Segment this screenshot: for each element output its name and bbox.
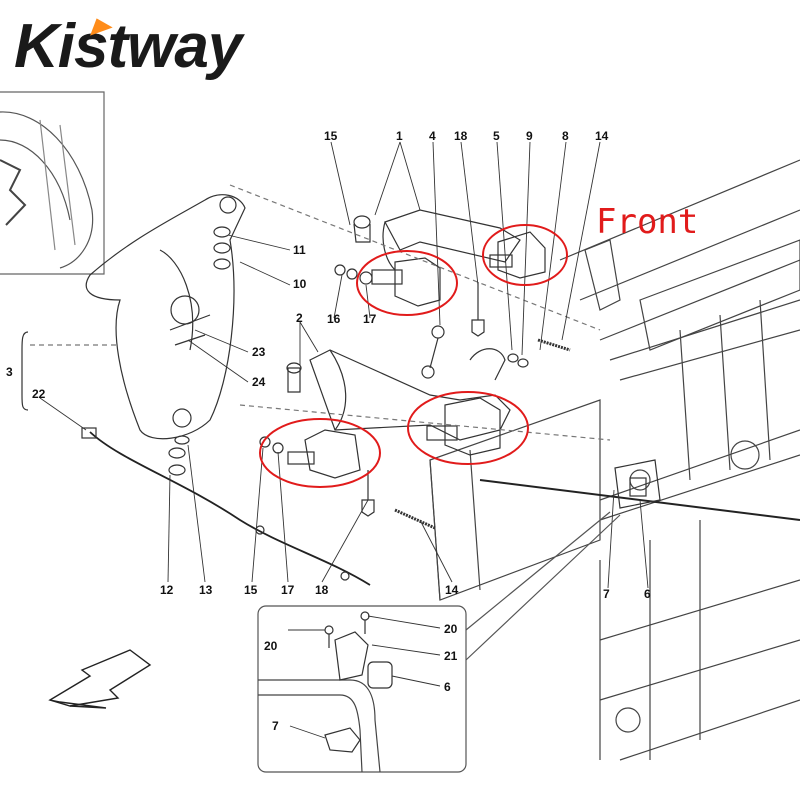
callout-18-top: 18 <box>454 129 468 143</box>
callout-7-frame: 7 <box>603 587 610 601</box>
callout-15-bottom: 15 <box>244 583 258 597</box>
stabilizer-drop-link <box>421 282 571 381</box>
callout-2: 2 <box>296 311 303 325</box>
assembly-guide-lines <box>30 184 611 441</box>
callout-4: 4 <box>429 129 436 143</box>
callout-9: 9 <box>526 129 533 143</box>
callout-11: 11 <box>293 243 306 257</box>
bushing-hardware <box>259 264 436 530</box>
rear-knuckle <box>85 194 246 440</box>
callout-24: 24 <box>252 375 266 389</box>
callout-8: 8 <box>562 129 569 143</box>
callout-7-inset: 7 <box>272 719 279 733</box>
callout-20-right: 20 <box>444 622 458 636</box>
callout-6-frame: 6 <box>644 587 651 601</box>
callout-16: 16 <box>327 312 341 326</box>
callout-14-top: 14 <box>595 129 609 143</box>
callout-3: 3 <box>6 365 13 379</box>
leader-lines <box>39 141 649 589</box>
callout-15-top: 15 <box>324 129 338 143</box>
callout-13: 13 <box>199 583 213 597</box>
callout-20-left: 20 <box>264 639 278 653</box>
callout-5: 5 <box>493 129 500 143</box>
callout-23: 23 <box>252 345 266 359</box>
knuckle-washers <box>168 226 231 476</box>
group-bracket-3 <box>21 331 29 411</box>
direction-arrow-icon <box>48 649 152 709</box>
lower-control-arm <box>286 349 511 479</box>
brand-logo-text: Kistway <box>14 12 242 81</box>
highlight-circles <box>259 224 568 488</box>
callout-14-bottom: 14 <box>445 583 459 597</box>
callout-17-bottom: 17 <box>281 583 295 597</box>
upper-control-arm <box>353 209 546 307</box>
wheel-hub-inset <box>0 91 105 275</box>
callout-labels: 15 1 4 18 5 9 8 14 11 10 16 17 2 23 24 3… <box>6 129 651 733</box>
callout-18-bottom: 18 <box>315 583 329 597</box>
brand-logo: Kistway <box>14 14 242 78</box>
callout-22: 22 <box>32 387 46 401</box>
callout-10: 10 <box>293 277 307 291</box>
abs-sensor-cable <box>81 427 371 586</box>
stabilizer-mount-bracket <box>614 459 661 509</box>
callout-6-inset: 6 <box>444 680 451 694</box>
chassis-frame <box>429 159 800 761</box>
callout-12: 12 <box>160 583 174 597</box>
callout-1: 1 <box>396 129 403 143</box>
callout-21: 21 <box>444 649 458 663</box>
front-annotation: Front <box>596 202 699 242</box>
detail-inset-stabilizer <box>257 511 621 773</box>
callout-17-top: 17 <box>363 312 377 326</box>
